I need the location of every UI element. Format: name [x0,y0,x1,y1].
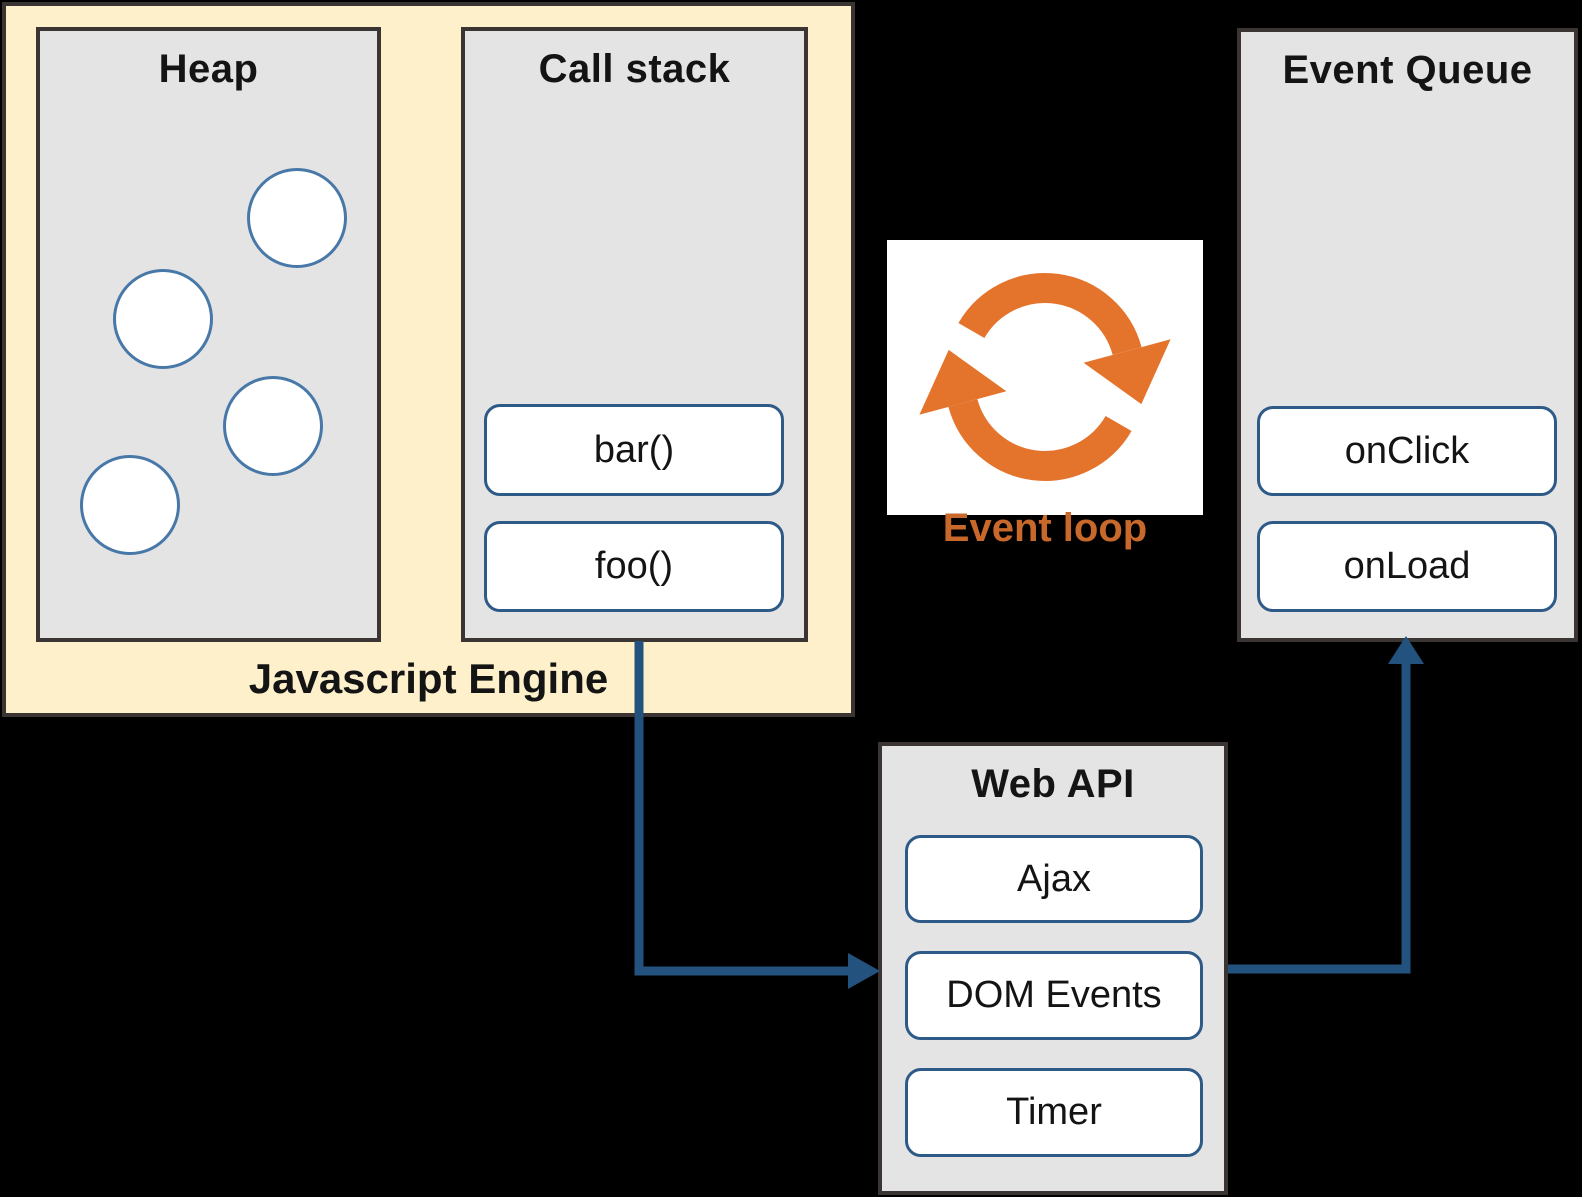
web-api-item-timer: Timer [905,1068,1203,1157]
heap-object-circle [223,376,323,476]
javascript-engine-label: Javascript Engine [248,655,609,702]
heap-object-circle [113,269,213,369]
sync-arrows-icon [919,273,1171,481]
heap-panel: Heap [36,27,381,642]
web-api-item-dom-events: DOM Events [905,951,1203,1040]
web-api-item-ajax: Ajax [905,835,1203,923]
stack-frame-foo: foo() [484,521,784,612]
stack-frame-bar: bar() [484,404,784,496]
heap-title: Heap [158,47,259,91]
heap-object-circle [80,455,180,555]
queue-item-onload: onLoad [1257,521,1557,612]
event-loop-icon-box [887,240,1203,515]
event-loop-label: Event loop [942,506,1148,550]
heap-object-circle [247,168,347,268]
arrow-webapi-to-eventqueue [1228,636,1424,974]
call-stack-title: Call stack [538,47,731,91]
event-queue-title: Event Queue [1282,48,1533,92]
web-api-title: Web API [971,762,1135,806]
queue-item-onclick: onClick [1257,406,1557,496]
